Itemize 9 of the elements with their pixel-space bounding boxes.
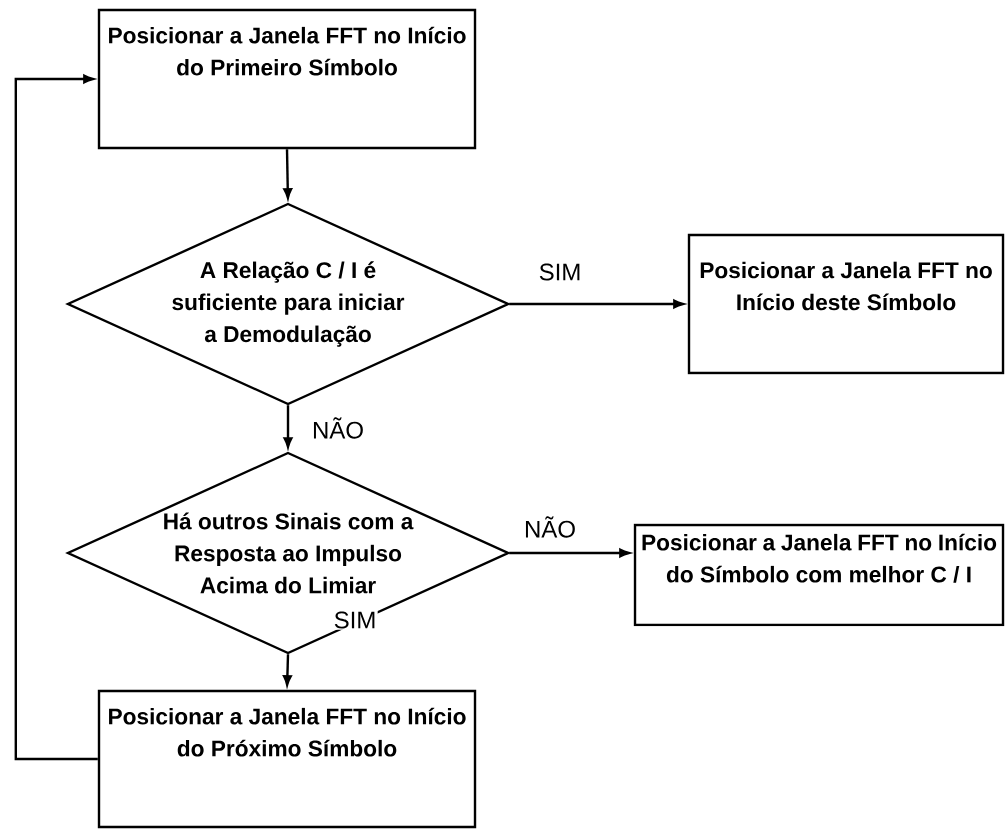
edge-label: NÃO [522, 515, 578, 539]
edge-label: NÃO [310, 416, 366, 440]
arrow [14, 74, 98, 761]
process-box: Posicionar a Janela FFT no Início do Primeiro Símbolo [97, 8, 477, 150]
edge-label: SIM [332, 610, 378, 630]
edge-label: SIM [537, 262, 583, 282]
process-box: Posicionar a Janela FFT no Início do Próximo Símbolo [97, 689, 477, 829]
process-box: Posicionar a Janela FFT no Início deste Símbolo [687, 233, 1005, 375]
process-box: Posicionar a Janela FFT no Início do Símbolo com melhor C / I [633, 523, 1005, 627]
